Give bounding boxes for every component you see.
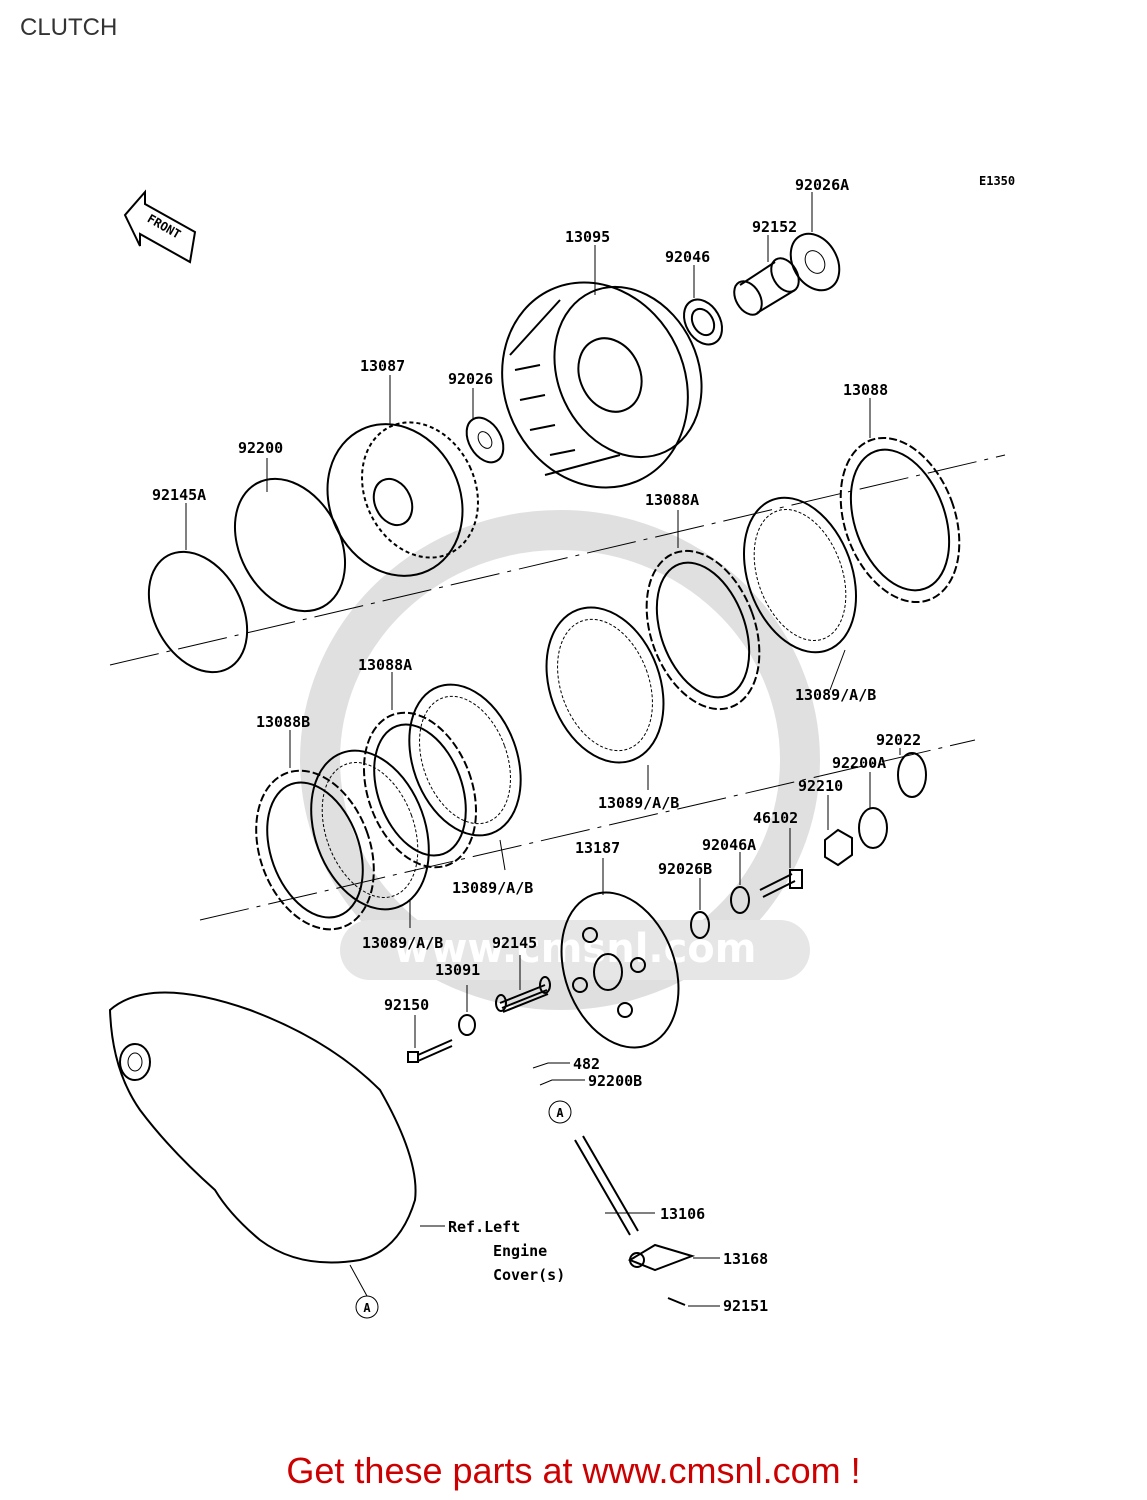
label-13187: 13187 (575, 839, 620, 857)
part-13089-steel-plate-mid[interactable] (389, 669, 540, 851)
label-13088B: 13088B (256, 713, 310, 731)
reference-marker-a-upper: A (548, 1100, 572, 1124)
label-13095: 13095 (565, 228, 610, 246)
assembly-axis-lines (109, 454, 1006, 921)
label-92210: 92210 (798, 777, 843, 795)
label-92046A: 92046A (702, 836, 756, 854)
part-92026A-washer[interactable] (781, 225, 849, 299)
label-92150: 92150 (384, 996, 429, 1014)
label-482: 482 (573, 1055, 600, 1073)
label-13088A-right: 13088A (645, 491, 699, 509)
label-ref-line3: Cover(s) (493, 1266, 565, 1284)
label-92026A: 92026A (795, 176, 849, 194)
part-92200B-washer[interactable] (539, 1079, 585, 1086)
label-ref-line2: Engine (493, 1242, 547, 1260)
reference-marker-a-lower: A (349, 1264, 379, 1319)
part-13091-nut[interactable] (458, 1014, 476, 1036)
part-13106-release-shaft[interactable] (574, 1135, 639, 1236)
svg-text:A: A (363, 1301, 371, 1315)
part-13095-clutch-housing[interactable] (469, 252, 729, 518)
part-92150-bolt[interactable] (407, 1039, 453, 1063)
label-13088A-left: 13088A (358, 656, 412, 674)
part-labels: 92026A 92152 13095 92046 13087 92026 130… (152, 176, 921, 1315)
label-92145A: 92145A (152, 486, 206, 504)
label-13091: 13091 (435, 961, 480, 979)
part-92210-nut[interactable] (824, 828, 853, 867)
part-482-oring[interactable] (532, 1062, 570, 1069)
part-92151-bolt[interactable] (667, 1297, 686, 1306)
label-92151: 92151 (723, 1297, 768, 1315)
part-92145A-ring[interactable] (129, 535, 267, 689)
label-92200B: 92200B (588, 1072, 642, 1090)
label-13089-center: 13089/A/B (598, 794, 679, 812)
part-92026B-washer[interactable] (690, 911, 710, 939)
part-13088-friction-plate[interactable] (819, 421, 981, 618)
label-13106: 13106 (660, 1205, 705, 1223)
part-13187-pressure-plate[interactable] (541, 876, 699, 1064)
label-92046: 92046 (665, 248, 710, 266)
label-92022: 92022 (876, 731, 921, 749)
label-92026: 92026 (448, 370, 493, 388)
part-13089-steel-plate-right[interactable] (724, 482, 876, 668)
label-92026B: 92026B (658, 860, 712, 878)
part-13088B-friction-plate[interactable] (235, 754, 394, 946)
label-ref-line1: Ref.Left (448, 1218, 520, 1236)
label-13089-right: 13089/A/B (795, 686, 876, 704)
page-title: CLUTCH (20, 14, 118, 41)
label-92152: 92152 (752, 218, 797, 236)
label-13088: 13088 (843, 381, 888, 399)
svg-text:A: A (556, 1106, 564, 1120)
ref-left-engine-cover (108, 991, 417, 1264)
part-13089-steel-plate-low[interactable] (290, 734, 449, 926)
part-92200-ring[interactable] (213, 460, 367, 631)
label-13089-mid: 13089/A/B (452, 879, 533, 897)
part-92046A-bearing[interactable] (730, 886, 750, 914)
part-92152-sleeve[interactable] (729, 253, 805, 319)
diagram-code: E1350 (979, 174, 1015, 188)
clutch-exploded-diagram: www.cmsnl.com FRONT E1350 (108, 174, 1015, 1319)
footer-link[interactable]: Get these parts at www.cmsnl.com ! (286, 1450, 861, 1491)
part-92200A-washer[interactable] (858, 807, 888, 849)
label-46102: 46102 (753, 809, 798, 827)
watermark-logo: www.cmsnl.com (300, 510, 820, 1010)
part-13089-steel-plate-center[interactable] (526, 591, 684, 779)
label-13089-low: 13089/A/B (362, 934, 443, 952)
label-92200: 92200 (238, 439, 283, 457)
label-13168: 13168 (723, 1250, 768, 1268)
part-13088A-friction-plate-right[interactable] (626, 535, 780, 725)
label-92200A: 92200A (832, 754, 886, 772)
part-92046-needle-bearing[interactable] (676, 293, 729, 352)
part-92022-washer[interactable] (897, 752, 927, 798)
watermark-text: www.cmsnl.com (394, 926, 757, 972)
part-13168-lever[interactable] (627, 1243, 696, 1272)
label-13087: 13087 (360, 357, 405, 375)
part-46102-pushrod[interactable] (759, 869, 803, 898)
front-label: FRONT (145, 211, 183, 241)
part-13088A-friction-plate-left[interactable] (344, 697, 496, 883)
part-92145-spring[interactable] (495, 976, 551, 1013)
label-92145: 92145 (492, 934, 537, 952)
front-arrow-icon: FRONT (123, 189, 197, 264)
